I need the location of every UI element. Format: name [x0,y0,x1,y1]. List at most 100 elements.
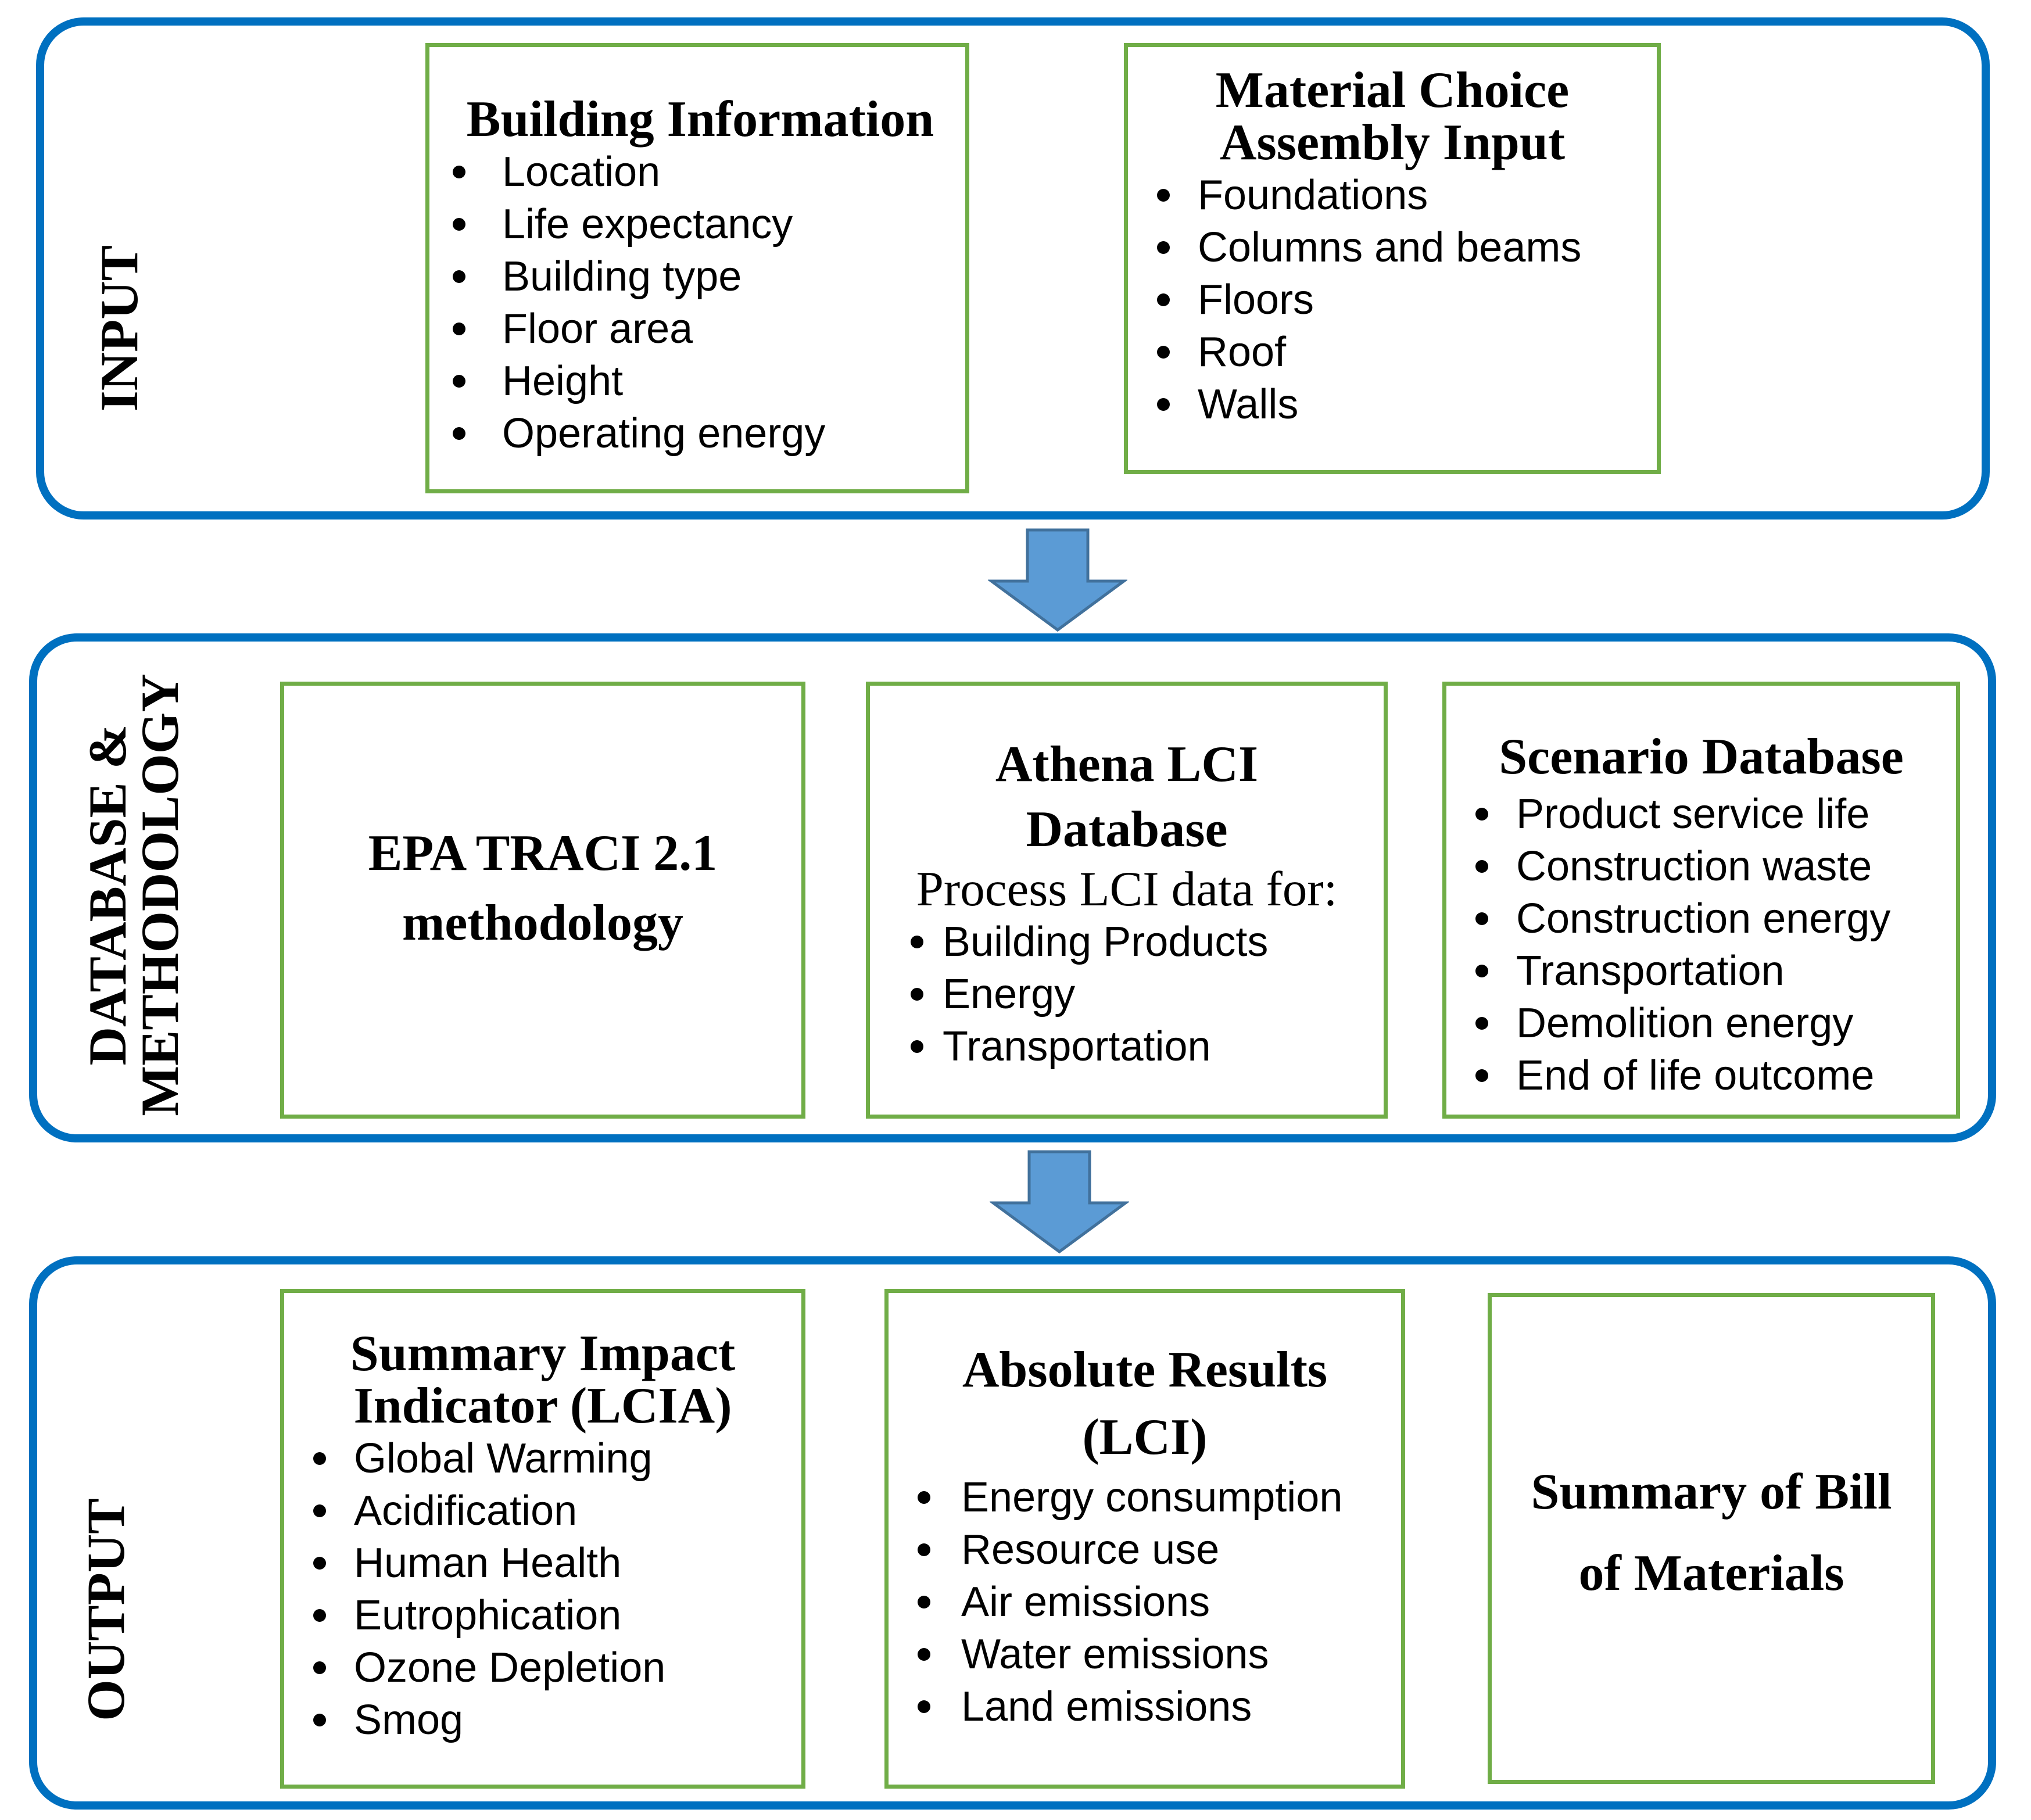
bullet-icon [1475,1017,1488,1030]
list-item: Life expectancy [429,198,965,250]
list-item: Smog [284,1694,801,1746]
list-item-label: Ozone Depletion [354,1645,666,1691]
database-label-line2: METHODOLOGY [130,673,189,1116]
bullet-icon [313,1609,326,1622]
bill-of-materials-box: Summary of Bill of Materials [1488,1293,1935,1784]
list-item-label: Product service life [1516,791,1870,837]
list-item-label: End of life outcome [1516,1052,1875,1099]
list-item: Building type [429,250,965,303]
list-item: Foundations [1128,169,1657,221]
bullet-icon [1475,1069,1488,1082]
list-item: Roof [1128,326,1657,378]
bullet-icon [453,375,465,388]
bullet-icon [453,427,465,440]
list-item: Energy consumption [889,1471,1401,1524]
bullet-icon [313,1714,326,1726]
bullet-icon [1157,189,1170,202]
bullet-icon [1157,293,1170,306]
building-information-title: Building Information [466,91,934,148]
list-item-label: Floor area [502,306,693,352]
bullet-icon [1157,346,1170,359]
list-item-label: Energy consumption [961,1474,1343,1521]
material-choice-title-line2: Assembly Input [1219,114,1566,171]
list-item-label: Human Health [354,1540,622,1586]
list-item-label: Foundations [1198,172,1428,218]
list-item-label: Building type [502,253,742,300]
list-item-label: Construction energy [1516,895,1891,942]
list-item-label: Smog [354,1697,464,1743]
list-item: End of life outcome [1446,1049,1956,1102]
bullet-icon [313,1661,326,1674]
list-item-label: Floors [1198,277,1314,323]
list-item-label: Eutrophication [354,1592,622,1639]
list-item-label: Transportation [943,1023,1211,1070]
database-label-line1: DATABASE & [78,724,137,1066]
athena-subtitle: Process LCI data for: [916,862,1338,916]
athena-title-line1: Athena LCI [995,736,1259,793]
list-item-label: Construction waste [1516,843,1872,890]
bullet-icon [1157,241,1170,254]
list-item-label: Resource use [961,1527,1220,1573]
epa-traci-box: EPA TRACI 2.1 methodology [280,682,805,1119]
summary-impact-title-line2: Indicator (LCIA) [353,1378,732,1434]
bullet-icon [453,323,465,335]
list-item: Construction energy [1446,893,1956,945]
absolute-results-box: Absolute Results (LCI) Energy consumptio… [884,1289,1405,1789]
summary-impact-title-line1: Summary Impact [350,1325,736,1382]
down-arrow-2 [990,1150,1129,1254]
bullet-icon [918,1491,930,1504]
down-arrow-1 [988,528,1127,632]
list-item: Building Products [870,916,1384,968]
list-item-label: Air emissions [961,1579,1210,1625]
bullet-icon [453,218,465,231]
list-item: Air emissions [889,1576,1401,1628]
list-item: Human Health [284,1537,801,1589]
absolute-results-title-line1: Absolute Results [962,1342,1328,1398]
bullet-icon [1475,860,1488,873]
athena-title-line2: Database [1026,801,1228,858]
list-item: Height [429,355,965,407]
bullet-icon [1475,965,1488,977]
list-item-label: Energy [943,971,1076,1018]
bullet-icon [453,270,465,283]
output-section-label: OUTPUT [76,1498,135,1721]
bullet-icon [911,936,923,948]
list-item-label: Height [502,358,624,404]
down-arrow-2-shape [990,1150,1129,1254]
input-section-label: INPUT [89,245,149,412]
list-item: Operating energy [429,407,965,460]
list-item: Transportation [870,1020,1384,1073]
epa-traci-title-line1: EPA TRACI 2.1 [368,825,718,882]
bullet-icon [453,166,465,178]
list-item-label: Operating energy [502,410,826,457]
list-item: Acidification [284,1485,801,1537]
list-item-label: Water emissions [961,1631,1269,1678]
list-item-label: Building Products [943,919,1269,965]
bullet-icon [918,1543,930,1556]
list-item-label: Demolition energy [1516,1000,1854,1047]
database-section-label: DATABASE & METHODOLOGY [78,673,189,1116]
list-item: Construction waste [1446,840,1956,893]
list-item: Resource use [889,1524,1401,1576]
list-item: Walls [1128,378,1657,431]
list-item: Demolition energy [1446,997,1956,1049]
list-item-label: Walls [1198,381,1299,428]
down-arrow-1-shape [988,528,1127,632]
bullet-icon [313,1557,326,1570]
list-item: Product service life [1446,788,1956,840]
scenario-database-title: Scenario Database [1499,729,1904,785]
list-item: Columns and beams [1128,221,1657,274]
bullet-icon [1157,398,1170,411]
list-item: Land emissions [889,1681,1401,1733]
bullet-icon [313,1504,326,1517]
list-item: Global Warming [284,1432,801,1485]
list-item-label: Transportation [1516,948,1785,994]
bullet-icon [918,1648,930,1661]
list-item: Ozone Depletion [284,1642,801,1694]
list-item: Floor area [429,303,965,355]
